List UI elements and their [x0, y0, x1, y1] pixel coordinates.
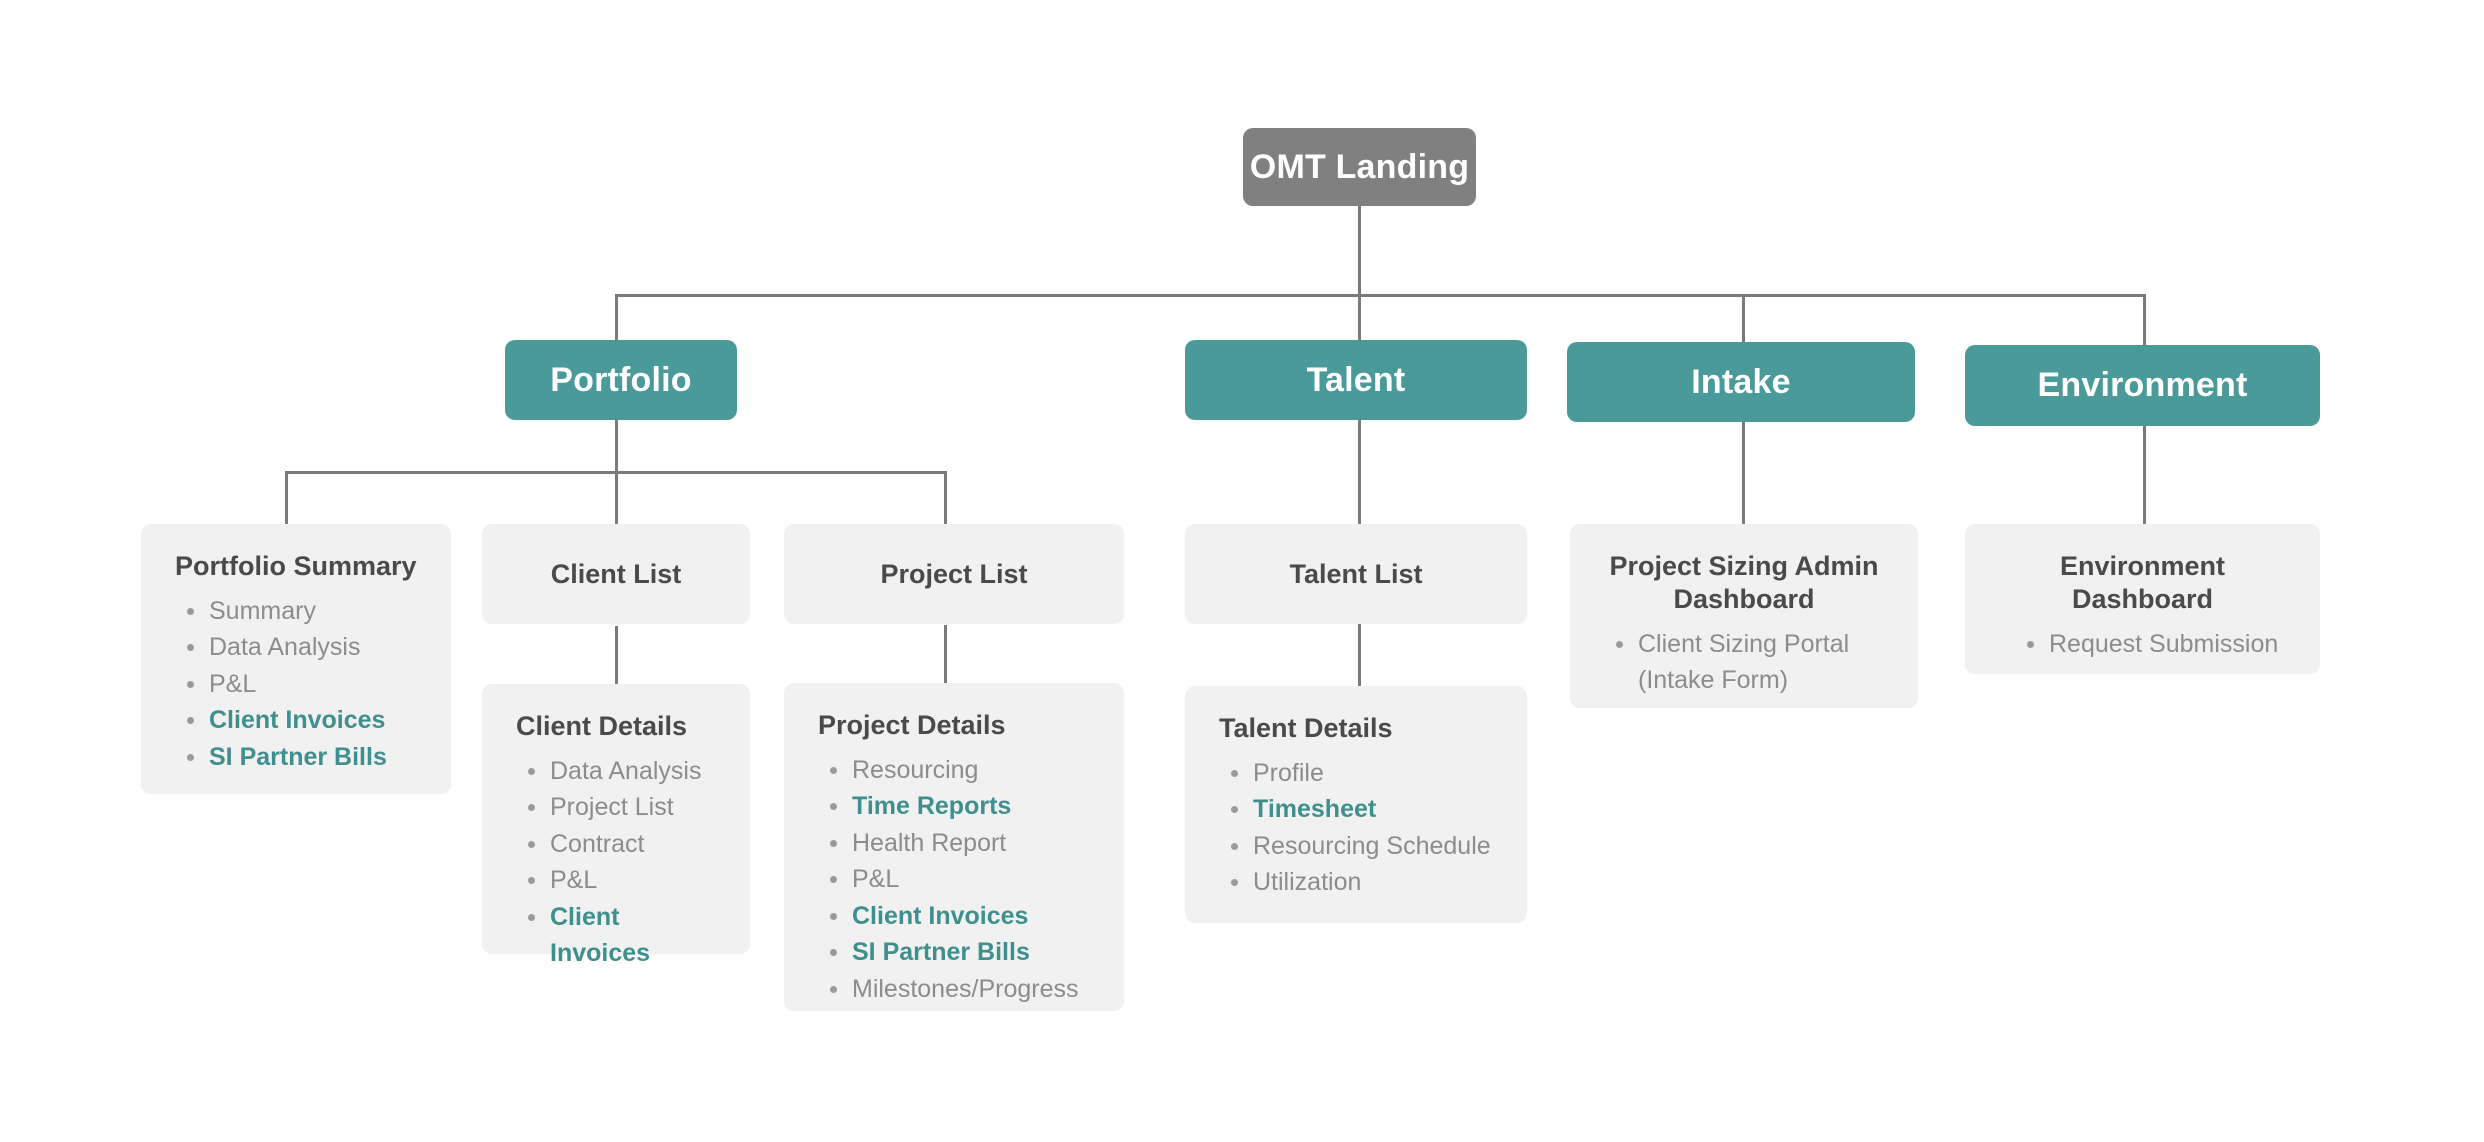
connector-drop-environment — [2143, 294, 2146, 346]
card-environment-dashboard-list: Request Submission — [1991, 626, 2294, 663]
card-client-details-list: Data Analysis Project List Contract P&L … — [516, 753, 720, 972]
connector-root-stem — [1358, 206, 1361, 296]
connector-drop-portfolio — [615, 294, 618, 342]
list-item[interactable]: Project List — [528, 789, 720, 826]
list-item[interactable]: Health Report — [830, 825, 1094, 862]
card-project-details-title: Project Details — [818, 710, 1006, 740]
card-talent-list[interactable]: Talent List — [1185, 524, 1527, 624]
card-project-sizing-admin-dashboard-list: Client Sizing Portal (Intake Form) — [1596, 626, 1892, 699]
connector-drop-project-list — [944, 471, 947, 525]
connector-portfolio-stem — [615, 420, 618, 473]
list-item[interactable]: P&L — [830, 861, 1094, 898]
node-intake-label: Intake — [1691, 362, 1791, 401]
list-item[interactable]: Time Reports — [830, 788, 1094, 825]
connector-drop-client-list — [615, 471, 618, 525]
node-environment-label: Environment — [2037, 366, 2248, 404]
list-item[interactable]: Utilization — [1231, 864, 1497, 901]
list-item[interactable]: Client Invoices — [528, 899, 720, 972]
node-omt-landing[interactable]: OMT Landing — [1243, 128, 1476, 206]
card-project-details[interactable]: Project Details Resourcing Time Reports … — [784, 683, 1124, 1011]
card-project-list[interactable]: Project List — [784, 524, 1124, 624]
list-item[interactable]: P&L — [528, 862, 720, 899]
card-environment-dashboard-title: Environment Dashboard — [2059, 551, 2226, 614]
node-omt-landing-label: OMT Landing — [1249, 147, 1470, 186]
node-talent-label: Talent — [1306, 360, 1406, 399]
node-talent[interactable]: Talent — [1185, 340, 1527, 420]
card-project-sizing-admin-dashboard[interactable]: Project Sizing Admin Dashboard Client Si… — [1570, 524, 1918, 708]
card-talent-details-list: Profile Timesheet Resourcing Schedule Ut… — [1219, 755, 1497, 901]
card-project-list-title: Project List — [880, 558, 1028, 589]
card-talent-details[interactable]: Talent Details Profile Timesheet Resourc… — [1185, 686, 1527, 923]
list-item[interactable]: Resourcing Schedule — [1231, 828, 1497, 865]
connector-client-list-to-details — [615, 626, 618, 684]
card-client-details-title: Client Details — [516, 711, 688, 741]
connector-level1-bus — [615, 294, 2145, 297]
list-item[interactable]: Client Invoices — [830, 898, 1094, 935]
card-portfolio-summary[interactable]: Portfolio Summary Summary Data Analysis … — [141, 524, 451, 794]
list-item[interactable]: Contract — [528, 826, 720, 863]
connector-talent-to-list — [1358, 420, 1361, 525]
connector-drop-intake — [1742, 294, 1745, 344]
node-environment[interactable]: Environment — [1965, 345, 2320, 426]
card-project-details-list: Resourcing Time Reports Health Report P&… — [818, 752, 1094, 1008]
card-portfolio-summary-title: Portfolio Summary — [175, 551, 417, 581]
list-item[interactable]: Data Analysis — [187, 629, 421, 666]
list-item[interactable]: Client Sizing Portal (Intake Form) — [1616, 626, 1892, 699]
connector-drop-portfolio-summary — [285, 471, 288, 525]
node-portfolio-label: Portfolio — [550, 360, 692, 399]
card-talent-details-title: Talent Details — [1219, 713, 1393, 743]
list-item[interactable]: SI Partner Bills — [830, 934, 1094, 971]
node-portfolio[interactable]: Portfolio — [505, 340, 737, 420]
connector-intake-to-dashboard — [1742, 422, 1745, 524]
list-item[interactable]: Summary — [187, 593, 421, 630]
node-intake[interactable]: Intake — [1567, 342, 1915, 422]
list-item[interactable]: Profile — [1231, 755, 1497, 792]
card-client-list-title: Client List — [550, 558, 682, 589]
list-item[interactable]: Request Submission — [2027, 626, 2294, 663]
connector-talent-list-to-details — [1358, 624, 1361, 686]
card-portfolio-summary-list: Summary Data Analysis P&L Client Invoice… — [175, 593, 421, 776]
connector-environment-to-dashboard — [2143, 426, 2146, 525]
list-item[interactable]: Data Analysis — [528, 753, 720, 790]
list-item[interactable]: Timesheet — [1231, 791, 1497, 828]
list-item[interactable]: Client Invoices — [187, 702, 421, 739]
card-environment-dashboard[interactable]: Environment Dashboard Request Submission — [1965, 524, 2320, 674]
connector-project-list-to-details — [944, 625, 947, 683]
list-item[interactable]: Milestones/Progress — [830, 971, 1094, 1008]
list-item[interactable]: P&L — [187, 666, 421, 703]
card-client-details[interactable]: Client Details Data Analysis Project Lis… — [482, 684, 750, 967]
list-item[interactable]: SI Partner Bills — [187, 739, 421, 776]
list-item[interactable]: Resourcing — [830, 752, 1094, 789]
card-project-sizing-admin-dashboard-title: Project Sizing Admin Dashboard — [1609, 551, 1879, 614]
card-talent-list-title: Talent List — [1289, 558, 1423, 589]
connector-drop-talent — [1358, 294, 1361, 342]
card-client-list[interactable]: Client List — [482, 524, 750, 624]
